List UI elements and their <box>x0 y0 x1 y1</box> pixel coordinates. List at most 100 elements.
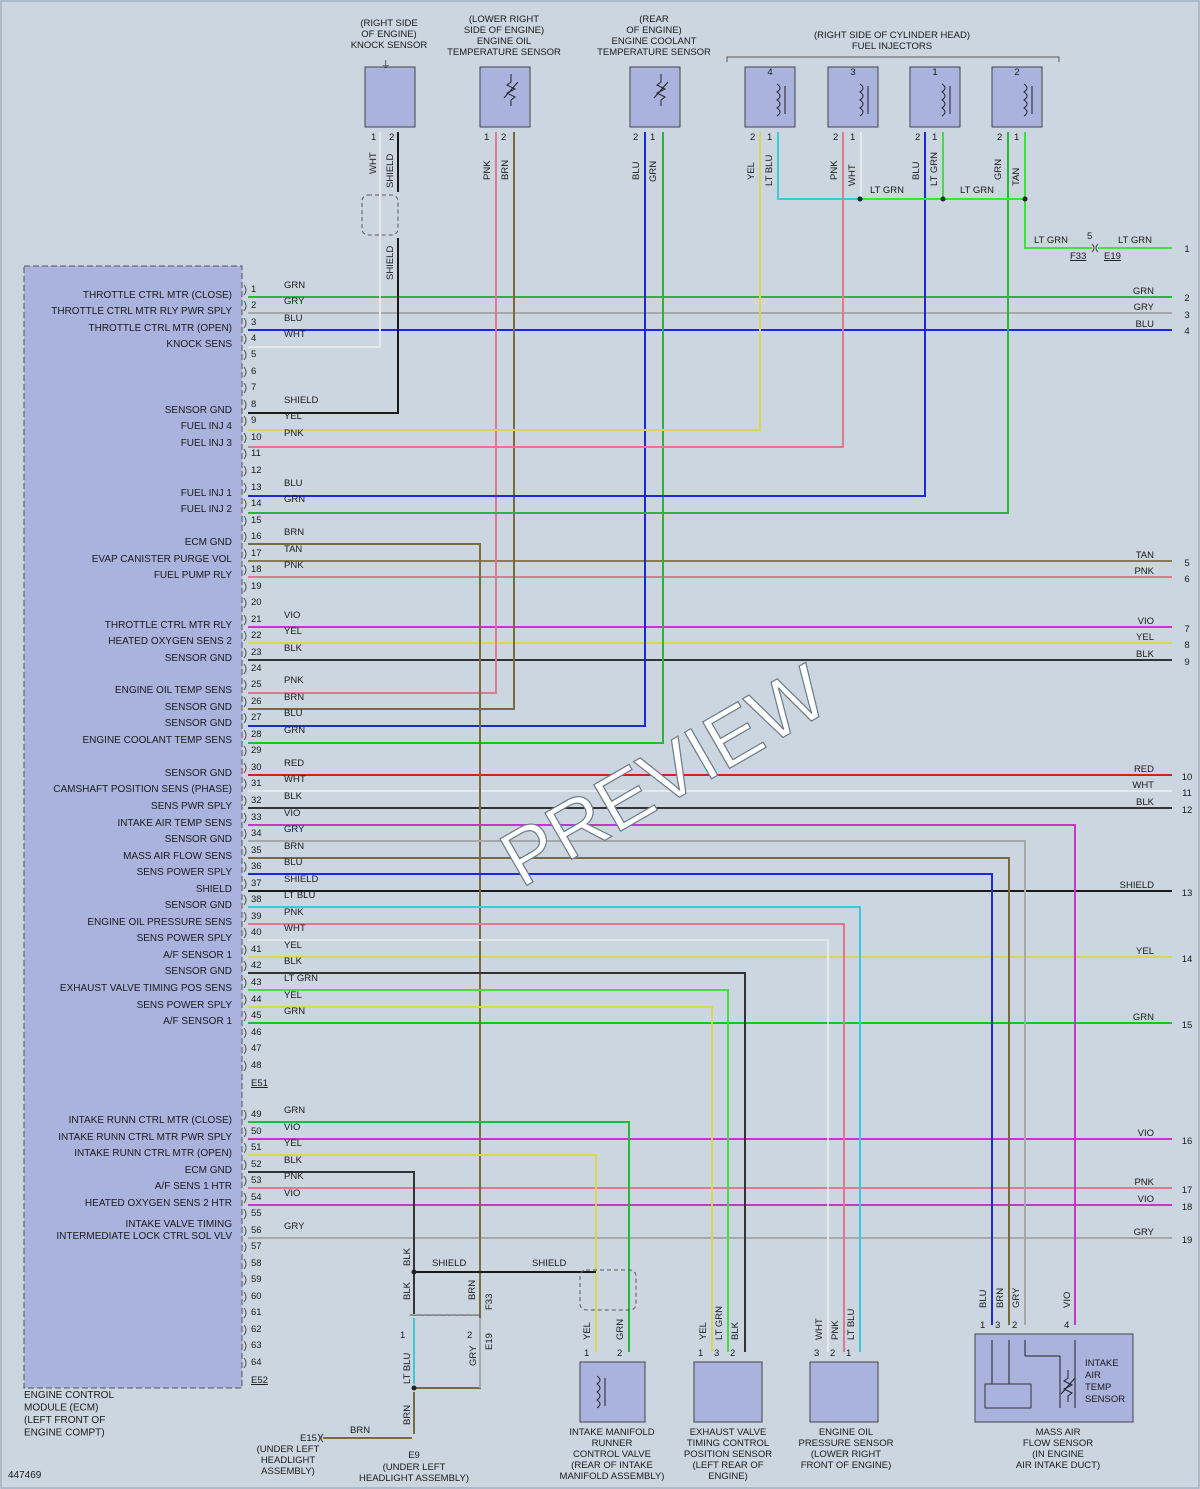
ecm-wire-label: WHT <box>284 923 306 934</box>
connector-symbol <box>317 1433 324 1443</box>
wire-label: WHT <box>814 1318 825 1340</box>
oil-pressure-caption: ENGINE OIL <box>819 1427 873 1438</box>
ecm-pin-function: FUEL INJ 4 <box>181 421 233 432</box>
pin-number: 3 <box>995 1320 1000 1331</box>
right-edge-number: 10 <box>1182 772 1193 783</box>
ecm-pin-mark <box>243 696 247 708</box>
pin-number: 2 <box>389 132 394 143</box>
wire <box>777 132 860 200</box>
ecm-pin-function: SENSOR GND <box>165 718 232 729</box>
pin-number: 2 <box>1012 1320 1017 1331</box>
exhaust-valve-caption: EXHAUST VALVE <box>690 1427 767 1438</box>
ecm-pin-function: THROTTLE CTRL MTR (OPEN) <box>88 323 232 334</box>
ecm-pin-mark <box>243 1060 247 1072</box>
coil-symbol <box>776 83 781 117</box>
knock-sensor-caption: OF ENGINE) <box>361 29 416 40</box>
maf-element <box>984 1383 1032 1409</box>
wire-label: YEL <box>698 1322 709 1340</box>
ecm-wire-label: LT BLU <box>284 890 315 901</box>
wire-label: WHT <box>368 152 379 174</box>
pin-number: 2 <box>833 132 838 143</box>
wire-label: BRN <box>467 1280 478 1300</box>
wire-label: LT BLU <box>402 1353 413 1384</box>
ecm-pin-number: 17 <box>251 548 262 559</box>
right-wire-label: VIO <box>1138 1128 1154 1139</box>
diagram-id: 447469 <box>8 1470 42 1481</box>
ecm-pin-mark <box>243 448 247 460</box>
ecm-pin-mark <box>243 317 247 329</box>
ecm-pin-mark <box>243 977 247 989</box>
wire <box>248 132 515 710</box>
right-wire-label: RED <box>1134 764 1154 775</box>
thermistor-symbol <box>505 74 517 106</box>
ecm-pin-number: 1 <box>251 284 256 295</box>
ecm-pin-function: EXHAUST VALVE TIMING POS SENS <box>60 983 232 994</box>
connector-e52: E52 <box>251 1375 268 1386</box>
ecm-wire-label: YEL <box>284 990 302 1001</box>
ecm-pin-number: 52 <box>251 1159 262 1170</box>
oil-pressure-caption: FRONT OF ENGINE) <box>801 1460 892 1471</box>
injector-number: 3 <box>850 67 855 78</box>
right-wire-label: GRN <box>1133 286 1154 297</box>
right-edge-number: 17 <box>1182 1185 1193 1196</box>
pin-number: 2 <box>467 1330 472 1341</box>
ecm-wire-label: PNK <box>284 428 304 439</box>
ecm-pin-function: THROTTLE CTRL MTR RLY PWR SPLY <box>51 306 232 317</box>
ecm-wire-label: PNK <box>284 907 304 918</box>
right-wire-label: SHIELD <box>1120 880 1154 891</box>
wire-label: PNK <box>482 160 493 180</box>
ecm-pin-number: 15 <box>251 515 262 526</box>
ecm-pin-number: 26 <box>251 696 262 707</box>
e15-caption: (UNDER LEFT <box>257 1444 320 1455</box>
ecm-wire-label: YEL <box>284 626 302 637</box>
ecm-pin-number: 40 <box>251 927 262 938</box>
maf-inner-label: AIR <box>1085 1370 1101 1381</box>
ecm-pin-number: 53 <box>251 1175 262 1186</box>
connector-e19: E19 <box>1104 251 1121 262</box>
ecm-pin-number: 5 <box>251 349 256 360</box>
intake-runner-caption: (REAR OF INTAKE <box>571 1460 653 1471</box>
ecm-pin-mark <box>243 581 247 593</box>
ecm-pin-mark <box>243 382 247 394</box>
ecm-pin-number: 12 <box>251 465 262 476</box>
coolant-sensor-caption: ENGINE COOLANT <box>612 36 697 47</box>
ecm-wire-label: PNK <box>284 1171 304 1182</box>
fuel-injector <box>991 66 1043 128</box>
ecm-pin-number: 64 <box>251 1357 262 1368</box>
right-edge-number: 5 <box>1184 558 1189 569</box>
thermistor-symbol <box>655 74 667 106</box>
pin-number: 2 <box>633 132 638 143</box>
right-edge-number: 18 <box>1182 1202 1193 1213</box>
ecm-pin-number: 34 <box>251 828 262 839</box>
wire-label: GRN <box>993 159 1004 180</box>
ecm-pin-mark <box>243 878 247 890</box>
ecm-pin-mark <box>243 663 247 675</box>
thermistor-arrow <box>1060 1377 1076 1395</box>
ecm-pin-function: SENSOR GND <box>165 702 232 713</box>
ecm-pin-mark <box>243 284 247 296</box>
ecm-wire-label: BLU <box>284 313 303 324</box>
wire <box>248 923 845 1352</box>
maf-inner-label: TEMP <box>1085 1382 1111 1393</box>
injector-number: 2 <box>1014 67 1019 78</box>
ecm-wire-label: BLK <box>284 791 303 802</box>
ecm-pin-mark <box>243 432 247 444</box>
injector-number: 4 <box>767 67 772 78</box>
right-edge-number: 19 <box>1182 1235 1193 1246</box>
right-edge-number: 14 <box>1182 954 1193 965</box>
fuel-injector <box>909 66 961 128</box>
right-edge-number: 4 <box>1184 326 1189 337</box>
ecm-caption: ENGINE COMPT) <box>24 1428 105 1439</box>
ecm-pin-mark <box>243 1340 247 1352</box>
ecm-pin-number: 48 <box>251 1060 262 1071</box>
ecm-pin-number: 4 <box>251 333 256 344</box>
right-wire-label: VIO <box>1138 1194 1154 1205</box>
ecm-wire-label: VIO <box>284 1122 300 1133</box>
ecm-pin-number: 38 <box>251 894 262 905</box>
oil-temp-sensor-caption: (LOWER RIGHT <box>469 14 539 25</box>
ecm-pin-mark <box>243 778 247 790</box>
right-wire-label: YEL <box>1136 632 1154 643</box>
exhaust-valve-caption: TIMING CONTROL <box>687 1438 769 1449</box>
